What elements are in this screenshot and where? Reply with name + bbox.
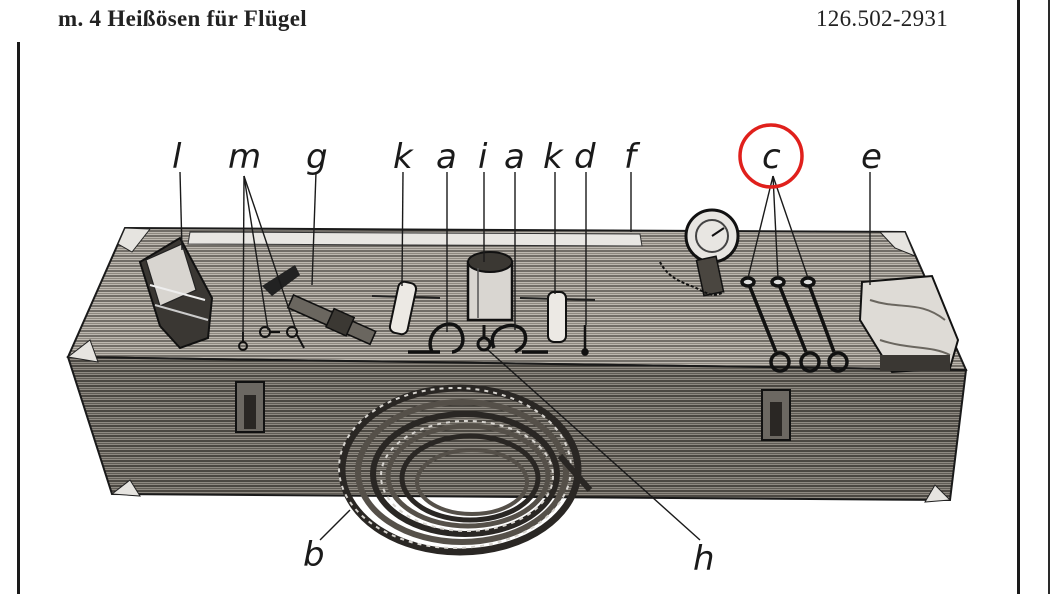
highlight-circle bbox=[738, 123, 804, 189]
corner-plate bbox=[66, 339, 99, 363]
label-i: i bbox=[478, 137, 488, 177]
corner-plate bbox=[878, 231, 916, 257]
page-title: m. 4 Heißösen für Flügel bbox=[58, 6, 307, 31]
label-g: g bbox=[306, 137, 328, 177]
label-f: f bbox=[624, 137, 641, 177]
label-e: e bbox=[861, 137, 882, 177]
wrapped-bundle-l bbox=[138, 236, 214, 350]
coiled-rope-b bbox=[338, 384, 593, 556]
latch-left bbox=[235, 381, 265, 433]
frame-left-border bbox=[17, 42, 20, 594]
corner-plate bbox=[924, 484, 952, 503]
label-d: d bbox=[574, 137, 596, 177]
label-b: b bbox=[303, 535, 325, 575]
part-number: 126.502-2931 bbox=[816, 6, 949, 31]
leader-lines bbox=[179, 171, 871, 541]
gauge-f bbox=[659, 208, 740, 297]
corner-plate bbox=[110, 479, 141, 497]
lid-recess bbox=[187, 231, 643, 247]
latch-right bbox=[761, 389, 791, 441]
label-a: a bbox=[504, 137, 525, 177]
shackle-a2 bbox=[490, 323, 548, 354]
label-m: m bbox=[228, 137, 261, 177]
key-pin-k1 bbox=[371, 280, 441, 336]
frame-right-border bbox=[1017, 0, 1020, 594]
label-h: h bbox=[693, 539, 715, 579]
small-pin-d bbox=[581, 325, 589, 356]
bolt-tool-g bbox=[262, 265, 377, 346]
cloth-bundle-e bbox=[858, 274, 960, 374]
label-k: k bbox=[543, 137, 564, 177]
eye-bolts-c bbox=[740, 276, 849, 373]
corner-plate bbox=[117, 227, 151, 253]
label-c: c bbox=[762, 137, 781, 177]
label-l: l bbox=[172, 137, 182, 177]
frame-edge-line bbox=[1048, 0, 1050, 594]
toolbox-front bbox=[66, 355, 968, 502]
label-a: a bbox=[436, 137, 457, 177]
label-k: k bbox=[393, 137, 414, 177]
eye-bolt-h bbox=[476, 325, 492, 352]
shackle-a1 bbox=[408, 322, 465, 354]
hex-sleeve-i bbox=[466, 251, 514, 322]
key-pin-k2 bbox=[519, 291, 596, 343]
